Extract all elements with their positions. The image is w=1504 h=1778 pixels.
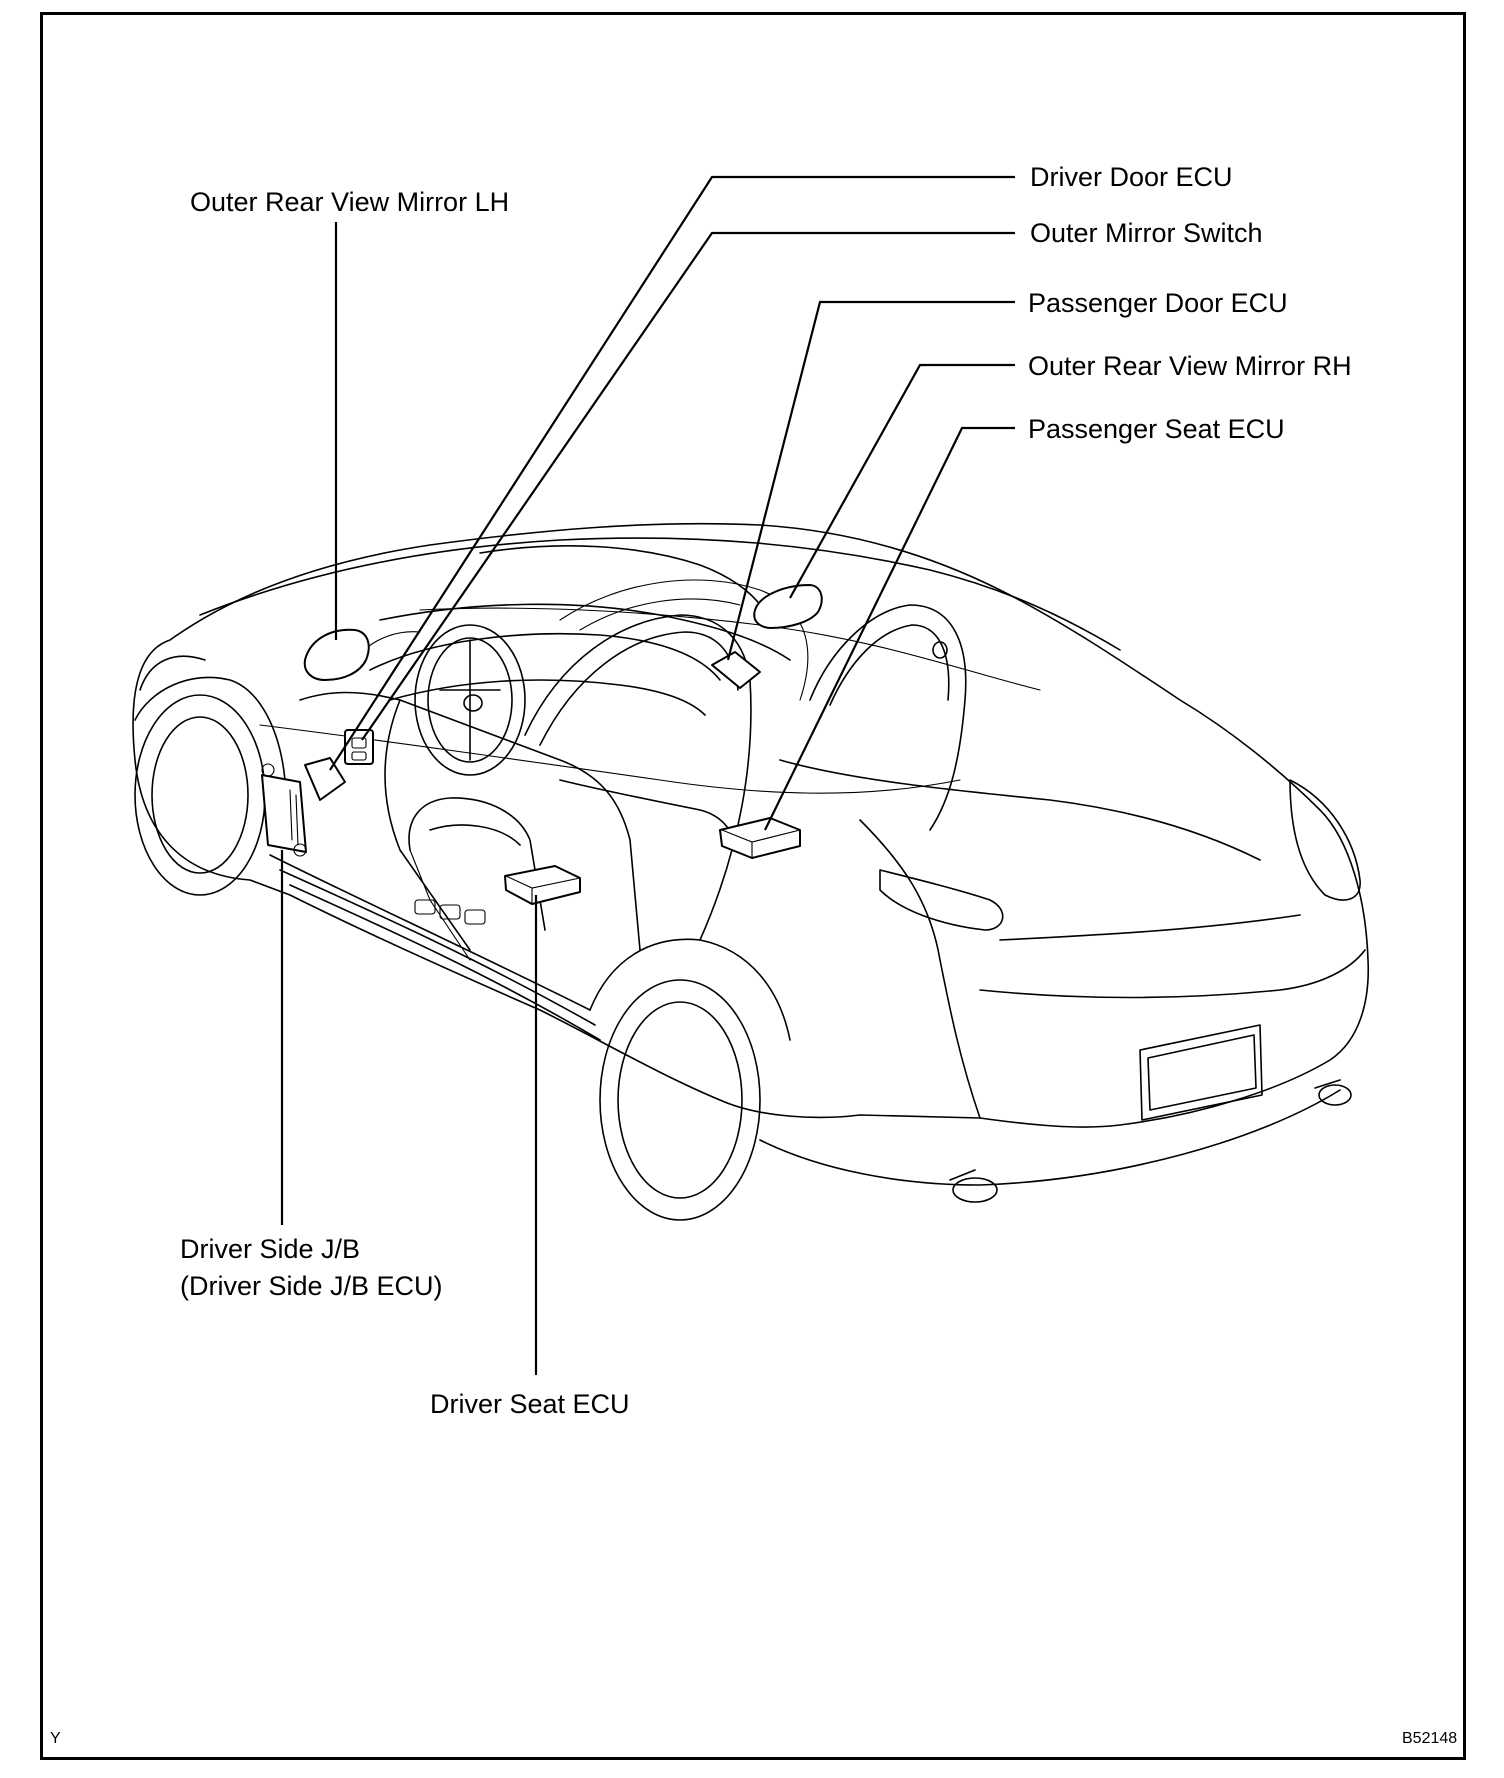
corner-code-left: Y — [50, 1730, 61, 1747]
outer-mirror-switch-part — [344, 729, 374, 765]
label-outer-rear-view-mirror-lh: Outer Rear View Mirror LH — [190, 187, 510, 217]
leader-driver-door-ecu — [329, 175, 1015, 771]
figure-id: B52148 — [1402, 1730, 1458, 1747]
car-body — [132, 522, 1370, 1221]
leader-passenger-door-ecu — [726, 300, 1015, 661]
driver-seat-ecu-part — [504, 865, 581, 905]
label-driver-side-jb: Driver Side J/B — [180, 1234, 361, 1264]
mirror-lh-part — [303, 628, 370, 681]
mirror-rh-part — [753, 584, 823, 629]
driver-door-ecu-part — [304, 757, 346, 801]
leader-mirror-rh — [789, 363, 1015, 599]
label-outer-mirror-switch: Outer Mirror Switch — [1030, 218, 1263, 248]
label-driver-side-jb-ecu: (Driver Side J/B ECU) — [180, 1271, 443, 1301]
passenger-door-ecu-part — [711, 651, 761, 689]
label-driver-door-ecu: Driver Door ECU — [1030, 162, 1233, 192]
leader-passenger-seat-ecu — [764, 426, 1015, 831]
label-driver-seat-ecu: Driver Seat ECU — [430, 1389, 630, 1419]
leader-outer-mirror-switch — [361, 231, 1015, 741]
label-passenger-door-ecu: Passenger Door ECU — [1028, 288, 1288, 318]
label-passenger-seat-ecu: Passenger Seat ECU — [1028, 414, 1285, 444]
driver-side-jb-part — [261, 774, 307, 853]
leader-lines — [280, 175, 1015, 1375]
diagram-frame — [40, 12, 1466, 1760]
components — [261, 584, 823, 905]
label-outer-rear-view-mirror-rh: Outer Rear View Mirror RH — [1028, 351, 1352, 381]
